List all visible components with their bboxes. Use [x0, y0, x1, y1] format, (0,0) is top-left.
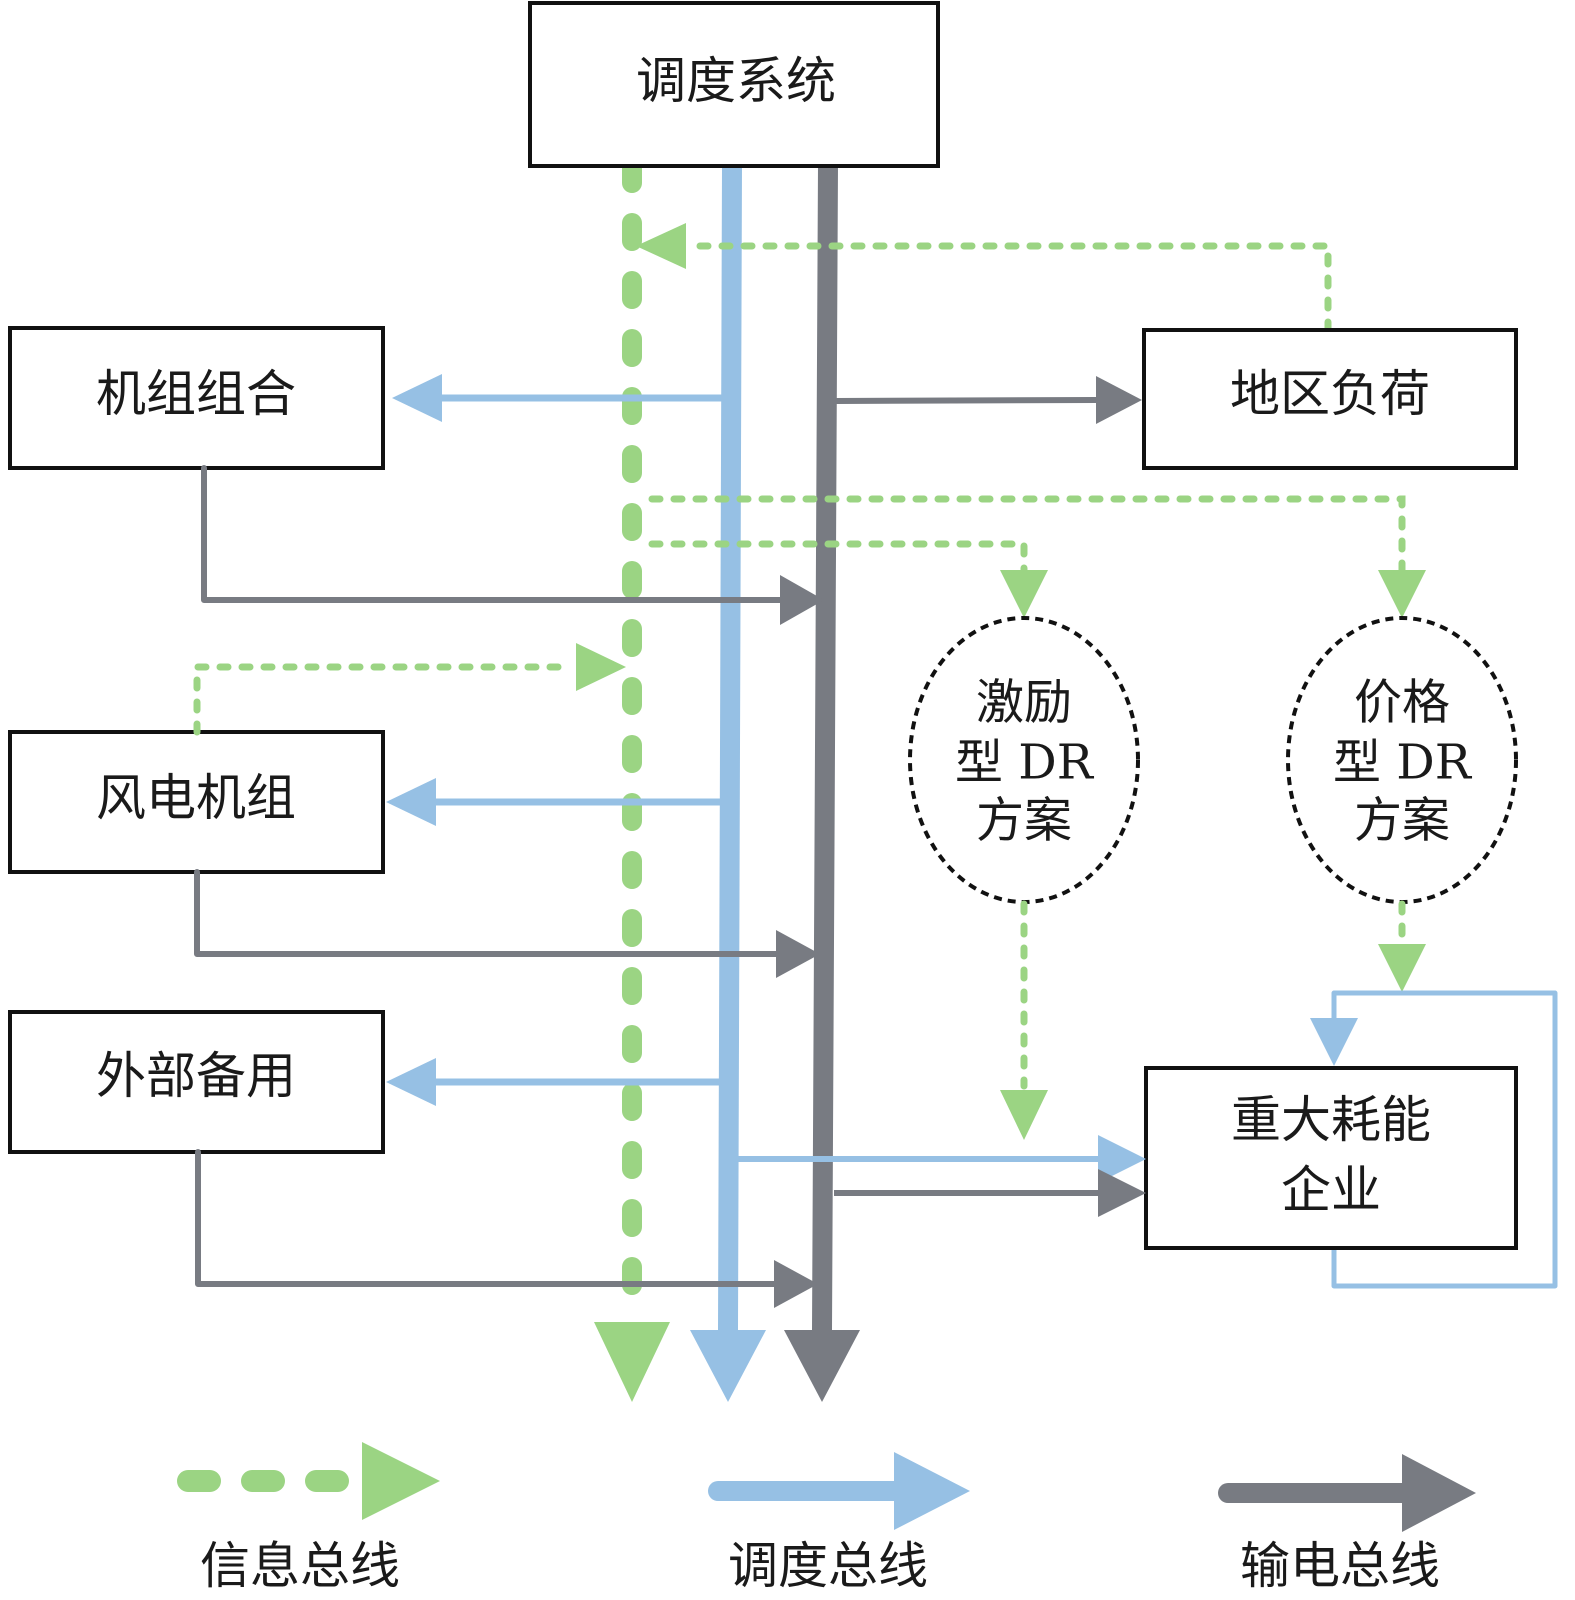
incentive-dr-to-consumers-arrowhead — [1000, 1090, 1048, 1140]
external-reserve-node: 外部备用 — [8, 1010, 385, 1154]
power-to-consumers-arrowhead — [1098, 1169, 1146, 1217]
dispatch-bus-arrowhead — [690, 1330, 766, 1402]
power-bus-arrowhead — [784, 1330, 860, 1402]
wind-to-power-arrowhead — [776, 930, 820, 978]
dispatch-to-unit-commitment-arrowhead — [392, 374, 442, 422]
legend-item-info-bus: 信息总线 — [177, 1442, 440, 1595]
wind-to-power-line — [194, 869, 779, 957]
dispatch-system-node: 调度系统 — [528, 1, 940, 168]
price-dr-label-line3: 方案 — [1354, 793, 1450, 849]
price-dr-label-line1: 价格 — [1354, 675, 1450, 731]
info-to-incentive-dr-line — [648, 540, 1028, 574]
legend-item-power-bus: 输电总线 — [1218, 1454, 1476, 1595]
dispatch-to-consumers-arrowhead — [1098, 1135, 1146, 1183]
incentive-dr-node: 激励 型 DR 方案 — [908, 616, 1140, 904]
legend-item-dispatch-bus: 调度总线 — [708, 1452, 970, 1595]
dispatch-to-reserve-arrowhead — [386, 1058, 436, 1106]
price-dr-node: 价格 型 DR 方案 — [1286, 616, 1518, 904]
legend: 信息总线 调度总线 输电总线 — [177, 1442, 1476, 1595]
regional-load-label: 地区负荷 — [1230, 365, 1430, 423]
wind-units-label: 风电机组 — [96, 769, 296, 827]
legend-info-label: 信息总线 — [200, 1537, 400, 1595]
power-to-regional-load-line — [835, 397, 1097, 404]
incentive-dr-label-line1: 激励 — [976, 675, 1072, 731]
incentive-dr-label-line2: 型 DR — [955, 735, 1095, 791]
legend-power-label: 输电总线 — [1240, 1537, 1440, 1595]
dispatch-bus-line — [718, 155, 742, 1340]
info-to-incentive-dr-arrowhead — [1000, 570, 1048, 618]
unit-commitment-to-power-line — [201, 465, 783, 603]
wind-units-node: 风电机组 — [8, 730, 385, 874]
external-reserve-label: 外部备用 — [96, 1047, 296, 1105]
reserve-to-power-line — [195, 1149, 777, 1287]
unit-commitment-label: 机组组合 — [96, 365, 296, 423]
unit-commitment-to-power-arrowhead — [780, 575, 824, 625]
regional-load-node: 地区负荷 — [1142, 328, 1518, 470]
major-consumers-label-line1: 重大耗能 — [1231, 1091, 1431, 1149]
info-to-price-dr-line — [648, 495, 1406, 574]
wind-to-info-arrowhead — [576, 643, 626, 691]
major-consumers-label-line2: 企业 — [1281, 1161, 1381, 1219]
reserve-to-power-arrowhead — [774, 1260, 818, 1308]
major-consumers-node: 重大耗能 企业 — [1144, 1066, 1518, 1250]
incentive-dr-label-line3: 方案 — [976, 793, 1072, 849]
power-bus-line — [812, 155, 838, 1340]
legend-dispatch-swatch-arrowhead — [894, 1452, 970, 1530]
power-to-regional-load-arrowhead — [1096, 376, 1142, 424]
wind-to-info-line — [193, 663, 576, 736]
consumers-feedback-loop-arrowhead — [1310, 1018, 1358, 1066]
legend-info-swatch-arrowhead — [362, 1442, 440, 1520]
legend-power-swatch-arrowhead — [1402, 1454, 1476, 1532]
price-dr-label-line2: 型 DR — [1333, 735, 1473, 791]
regional-load-info-arrowhead — [636, 223, 686, 269]
unit-commitment-node: 机组组合 — [8, 326, 385, 470]
regional-load-info-line — [682, 242, 1332, 334]
legend-dispatch-label: 调度总线 — [728, 1537, 928, 1595]
info-bus-arrowhead — [594, 1322, 670, 1402]
info-to-price-dr-arrowhead — [1378, 570, 1426, 618]
dispatch-to-wind-arrowhead — [386, 778, 436, 826]
price-dr-to-loop-arrowhead — [1378, 944, 1426, 992]
consumers-feedback-loop-line — [1331, 990, 1558, 1289]
dispatch-system-label: 调度系统 — [636, 52, 836, 110]
